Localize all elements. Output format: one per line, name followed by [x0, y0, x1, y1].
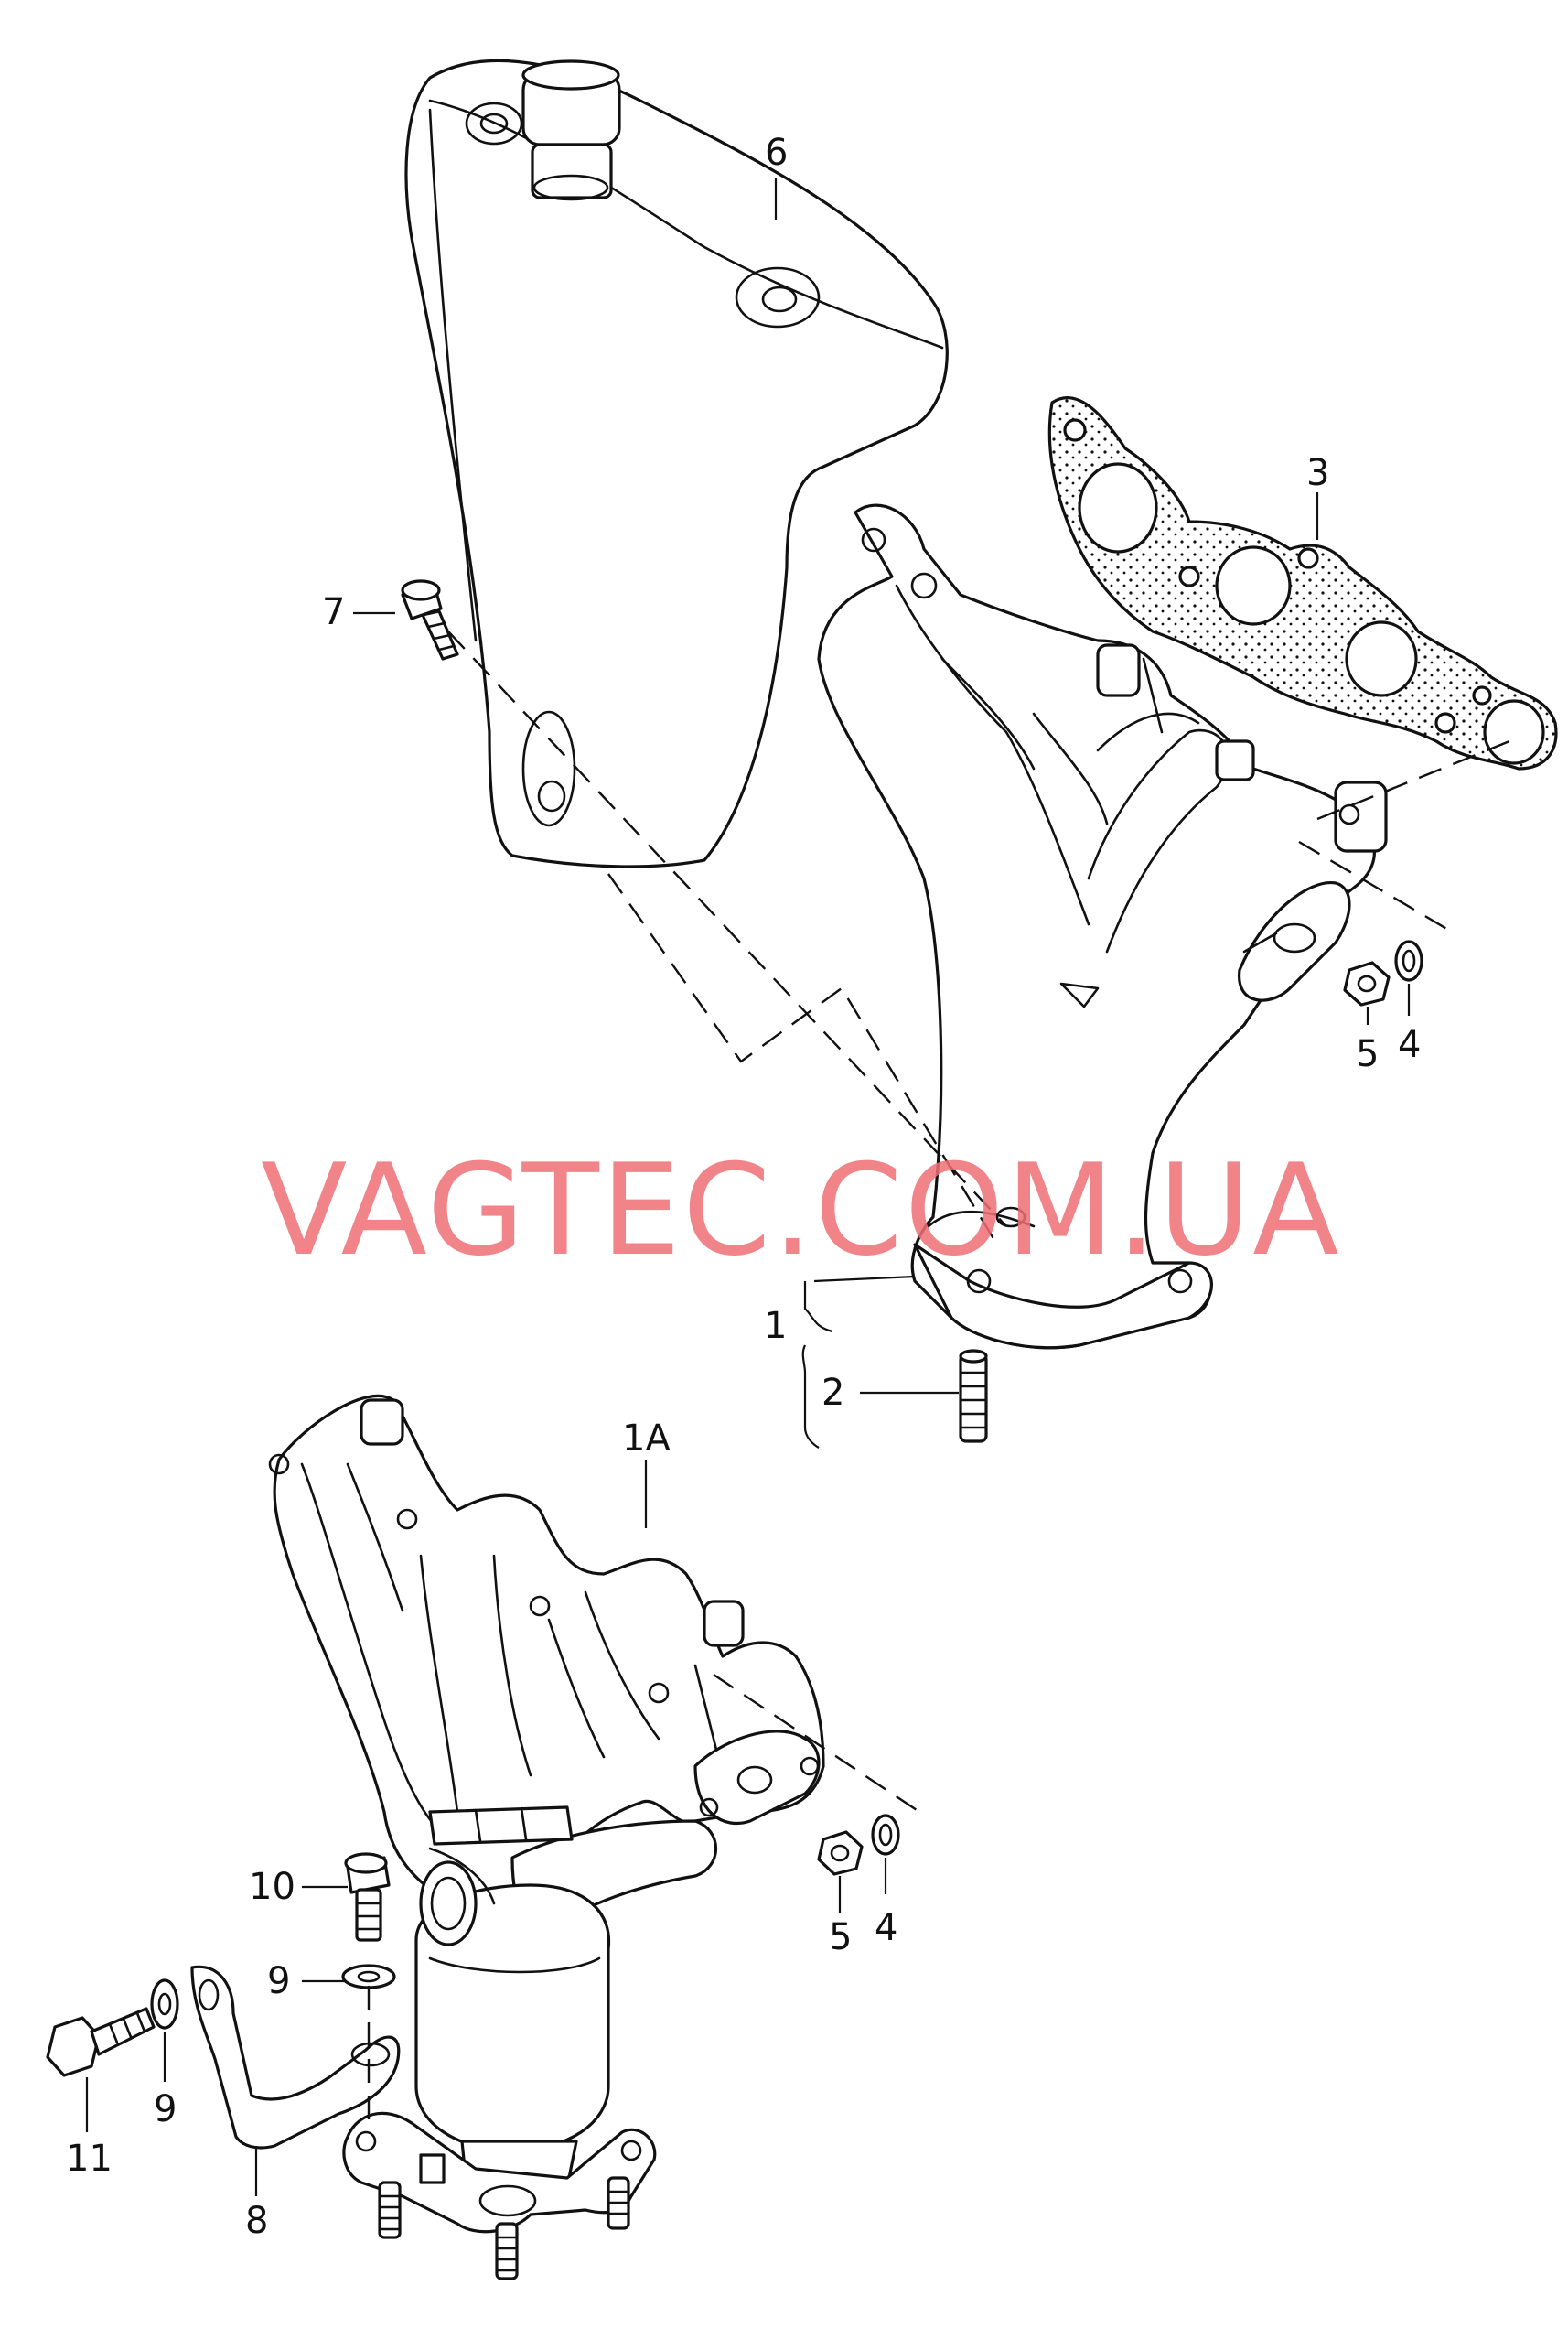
callout-1a: 1A — [622, 1417, 671, 1460]
callout-4-bottom: 4 — [875, 1907, 897, 1949]
heat-shield-part[interactable] — [404, 59, 949, 868]
washer-4-top-part[interactable] — [1394, 940, 1423, 982]
nut-5-top-part[interactable] — [1343, 961, 1391, 1007]
callout-labels: 6 3 7 5 4 1 2 1A 10 9 9 8 11 5 4 — [66, 132, 1421, 2242]
bolt-11-part[interactable] — [46, 2007, 156, 2077]
exhaust-manifold-top-part[interactable] — [817, 503, 1388, 1350]
exhaust-manifold-1a-part[interactable] — [268, 1394, 825, 2280]
assembly-dashed-lines — [367, 631, 1510, 2132]
callout-2: 2 — [822, 1372, 844, 1414]
washer-9-top-part[interactable] — [341, 1964, 396, 1989]
callout-3: 3 — [1306, 452, 1329, 494]
callout-5-bottom: 5 — [829, 1916, 852, 1958]
callout-9-top: 9 — [267, 1960, 290, 2002]
bolt-7-part[interactable] — [401, 579, 459, 661]
callout-1: 1 — [764, 1305, 787, 1347]
callout-6: 6 — [765, 132, 788, 174]
callout-8: 8 — [245, 2200, 268, 2242]
callout-7: 7 — [322, 591, 345, 633]
washer-9-bottom-part[interactable] — [150, 1978, 179, 2030]
stud-2-part[interactable] — [959, 1349, 988, 1443]
watermark-text: VAGTEC.COM.UA — [261, 1137, 1341, 1284]
callout-10: 10 — [249, 1866, 295, 1908]
bracket-8-part[interactable] — [190, 1965, 401, 2150]
callout-leader-lines — [85, 178, 1411, 2196]
callout-5-top: 5 — [1356, 1033, 1379, 1075]
callout-9-bottom: 9 — [154, 2088, 177, 2130]
callout-11: 11 — [66, 2138, 113, 2180]
bolt-10-part[interactable] — [344, 1852, 391, 1942]
washer-4-bottom-part[interactable] — [871, 1814, 900, 1856]
nut-5-bottom-part[interactable] — [817, 1830, 864, 1876]
manifold-gasket-part[interactable] — [1047, 396, 1558, 771]
callout-4-top: 4 — [1398, 1024, 1421, 1066]
